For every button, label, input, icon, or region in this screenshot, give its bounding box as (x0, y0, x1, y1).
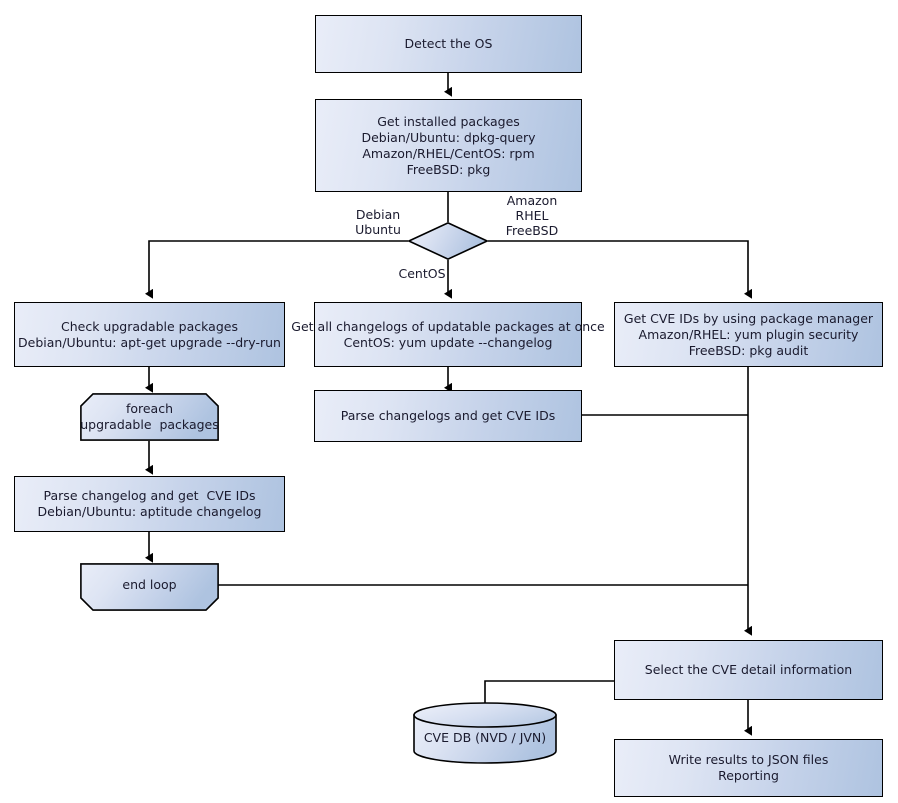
node-check-upgradable[interactable]: Check upgradable packages Debian/Ubuntu:… (14, 302, 285, 367)
node-get-all-changelogs-label: Get all changelogs of updatable packages… (291, 318, 605, 350)
node-get-cve-ids-package-manager[interactable]: Get CVE IDs by using package manager Ama… (614, 302, 883, 367)
node-detect-os-label: Detect the OS (404, 36, 493, 51)
node-write-results[interactable]: Write results to JSON files Reporting (614, 739, 883, 797)
node-get-installed-packages-label: Get installed packages Debian/Ubuntu: dp… (361, 113, 536, 177)
node-get-cve-ids-package-manager-label: Get CVE IDs by using package manager Ama… (623, 310, 874, 358)
node-foreach-loop[interactable] (80, 393, 219, 441)
edge-label-centos: CentOS (398, 266, 446, 281)
node-parse-changelog-debian[interactable]: Parse changelog and get CVE IDs Debian/U… (14, 476, 285, 532)
node-parse-changelogs-centos[interactable]: Parse changelogs and get CVE IDs (314, 390, 582, 442)
node-get-all-changelogs[interactable]: Get all changelogs of updatable packages… (291, 302, 605, 367)
edge-label-amazon-rhel-freebsd: Amazon RHEL FreeBSD (505, 193, 559, 238)
node-os-decision[interactable] (408, 222, 488, 260)
node-select-cve-detail-label: Select the CVE detail information (644, 662, 853, 677)
edge-label-debian-ubuntu: Debian Ubuntu (355, 207, 401, 237)
node-get-installed-packages[interactable]: Get installed packages Debian/Ubuntu: dp… (315, 99, 582, 192)
node-cve-db[interactable] (413, 702, 557, 764)
node-check-upgradable-label: Check upgradable packages Debian/Ubuntu:… (18, 318, 281, 350)
node-parse-changelog-debian-label: Parse changelog and get CVE IDs Debian/U… (37, 488, 262, 519)
node-parse-changelogs-centos-label: Parse changelogs and get CVE IDs (340, 408, 556, 423)
node-detect-os[interactable]: Detect the OS (315, 15, 582, 73)
node-select-cve-detail[interactable]: Select the CVE detail information (614, 640, 883, 700)
node-write-results-label: Write results to JSON files Reporting (668, 752, 829, 783)
node-end-loop[interactable] (80, 563, 219, 611)
